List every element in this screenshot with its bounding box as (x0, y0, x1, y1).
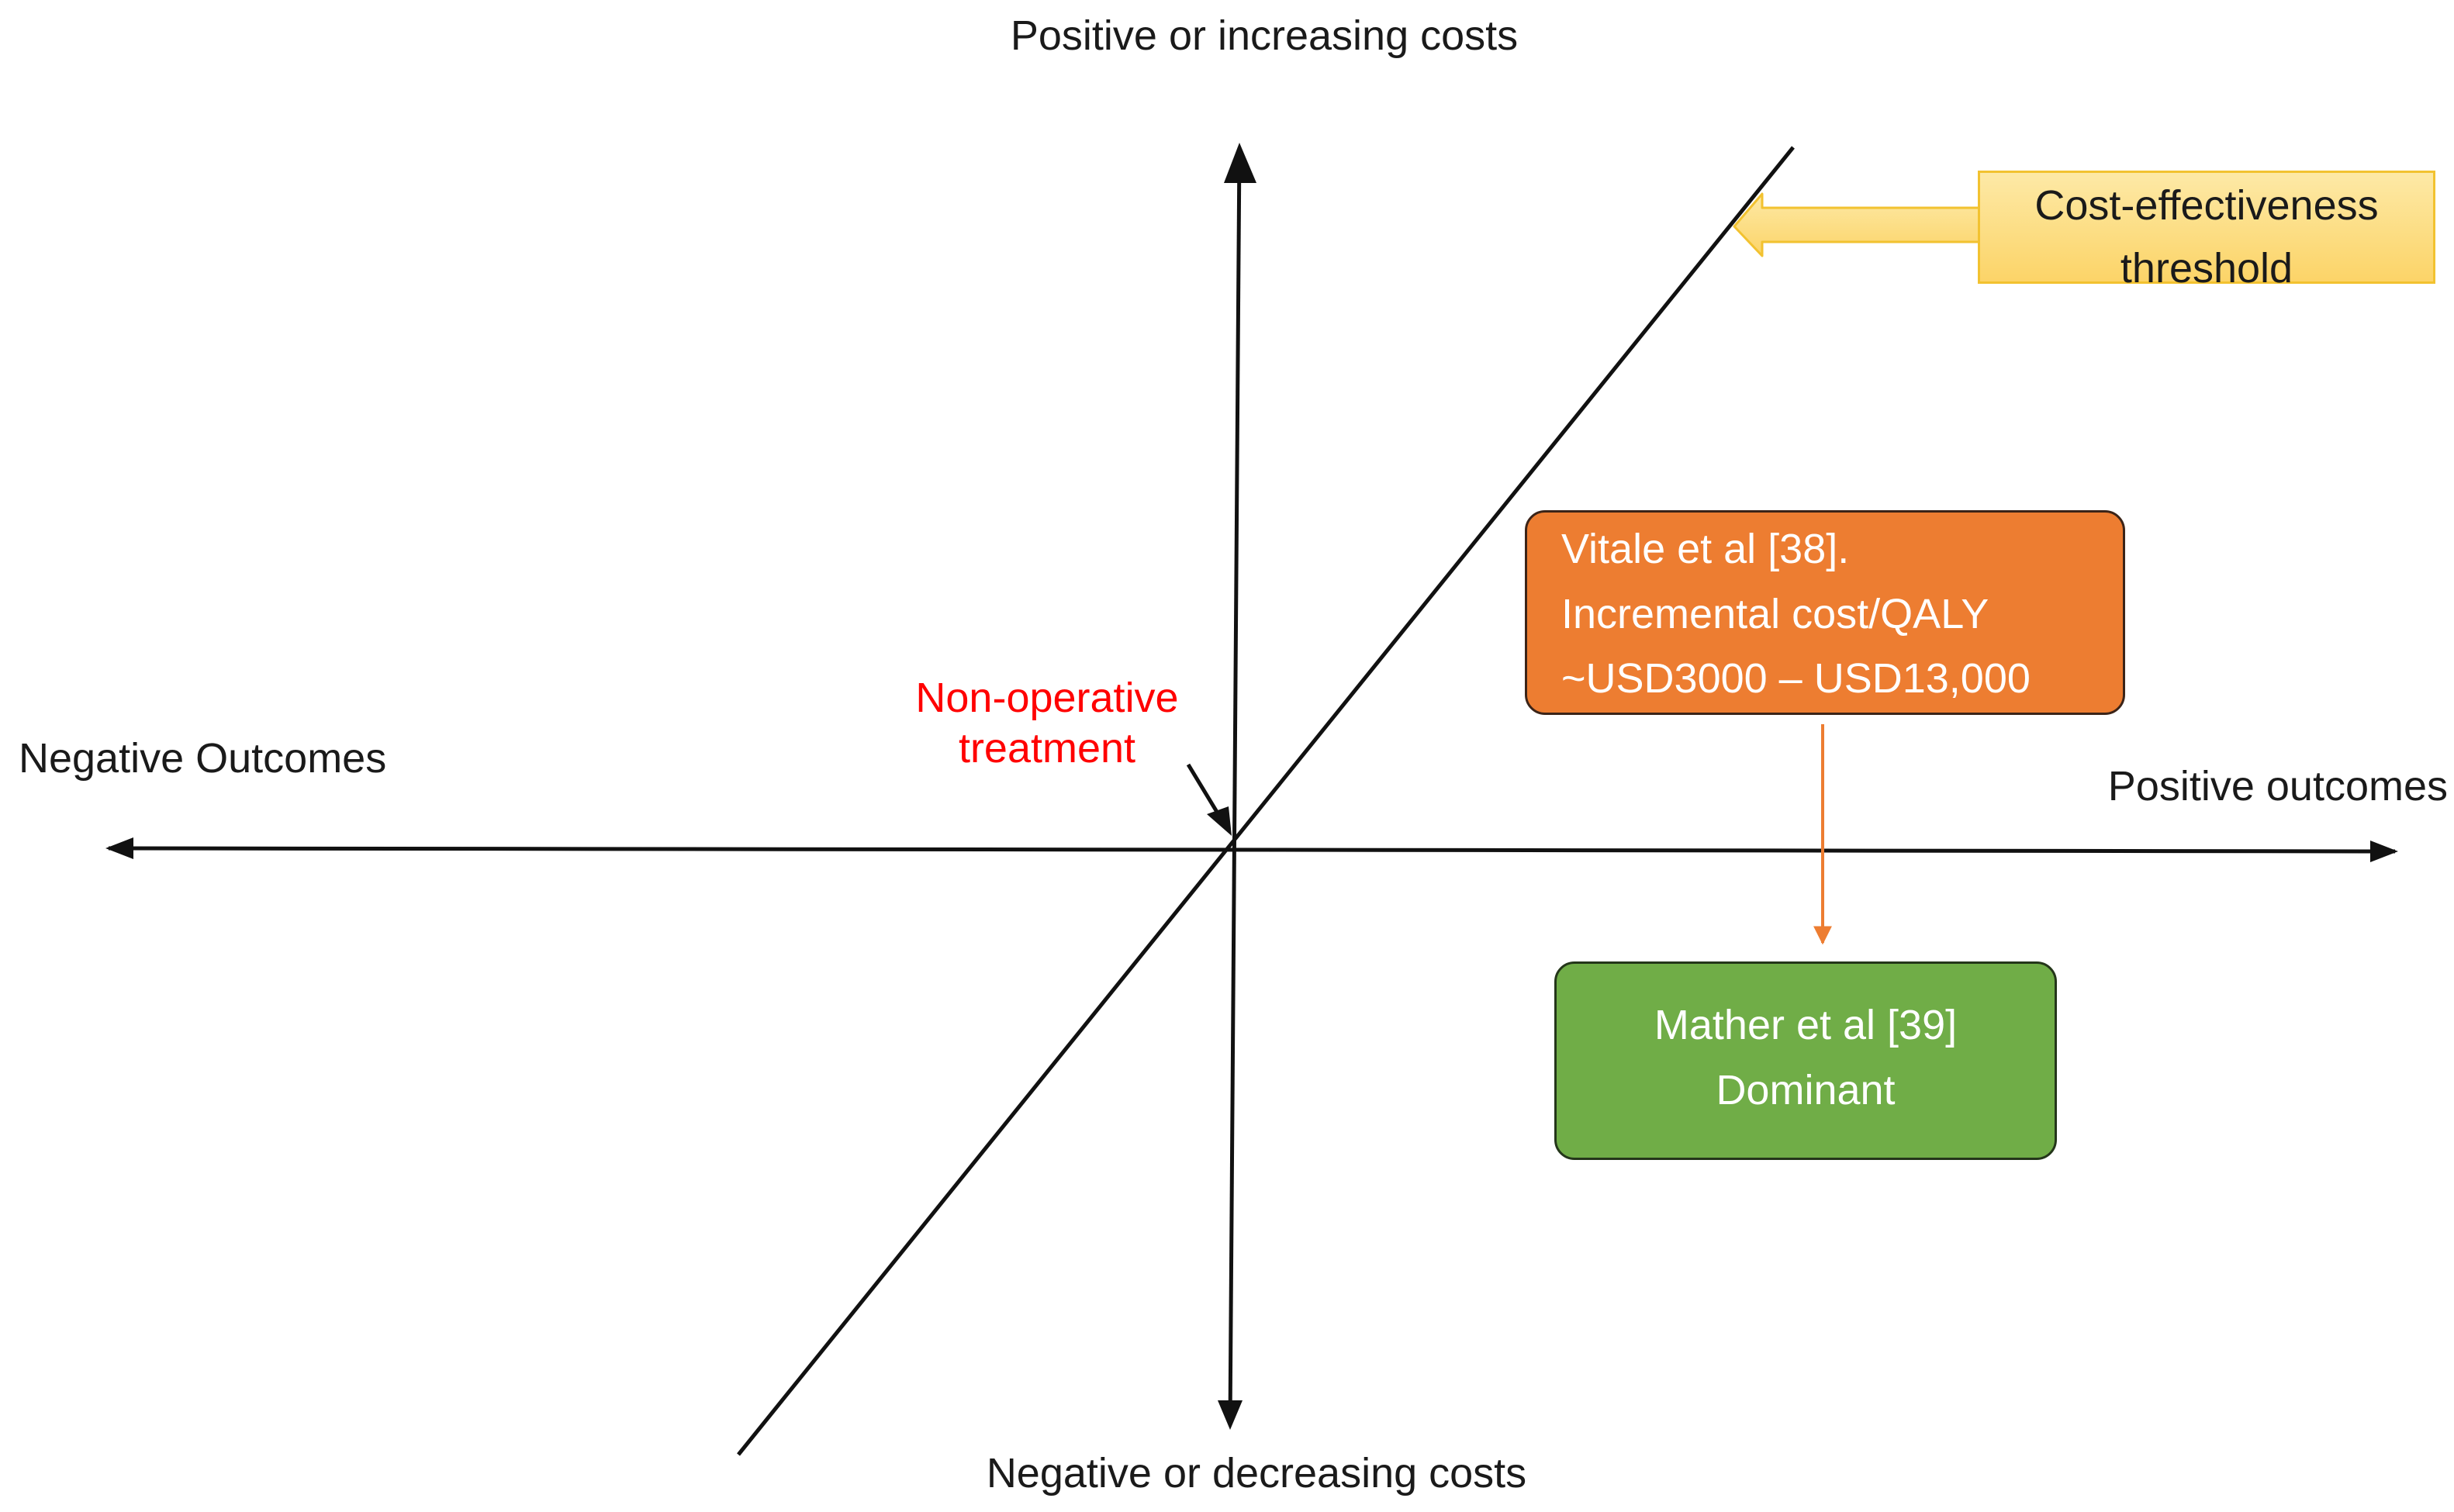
bottom-arrowhead (1218, 1400, 1243, 1430)
horizontal-axis (105, 837, 2398, 862)
origin-label-line1: Non-operative (915, 675, 1179, 721)
vertical-axis (1218, 143, 1256, 1430)
threshold-callout-box: Cost-effectiveness threshold (1978, 171, 2435, 292)
threshold-callout-line2: threshold (2120, 245, 2293, 292)
study-vitale-line1: Vitale et al [38]. (1561, 526, 1850, 572)
study-mather-line1: Mather et al [39] (1654, 1002, 1958, 1048)
threshold-callout-line1: Cost-effectiveness (2034, 182, 2379, 229)
origin-label-line2: treatment (958, 724, 1136, 772)
study-box-mather: Mather et al [39] Dominant (1554, 961, 2057, 1160)
x-axis-positive-label: Positive outcomes (2107, 763, 2448, 810)
x-axis-negative-label: Negative Outcomes (19, 735, 387, 782)
y-axis-negative-label: Negative or decreasing costs (986, 1450, 1527, 1496)
y-axis-positive-label: Positive or increasing costs (1010, 12, 1519, 59)
origin-label: Non-operative treatment (838, 673, 1256, 774)
origin-pointer-arrow (1186, 763, 1232, 836)
study-box-vitale: Vitale et al [38]. Incremental cost/QALY… (1525, 510, 2125, 715)
threshold-line (737, 146, 1795, 1456)
study-mather-line2: Dominant (1716, 1066, 1896, 1113)
threshold-callout-arrow (1733, 192, 1984, 257)
left-arrowhead (105, 837, 133, 859)
study-vitale-line2: Incremental cost/QALY (1561, 590, 1989, 637)
top-arrowhead (1224, 143, 1256, 183)
study-vitale-line3: ~USD3000 – USD13,000 (1561, 655, 2031, 702)
right-arrowhead (2370, 841, 2398, 862)
